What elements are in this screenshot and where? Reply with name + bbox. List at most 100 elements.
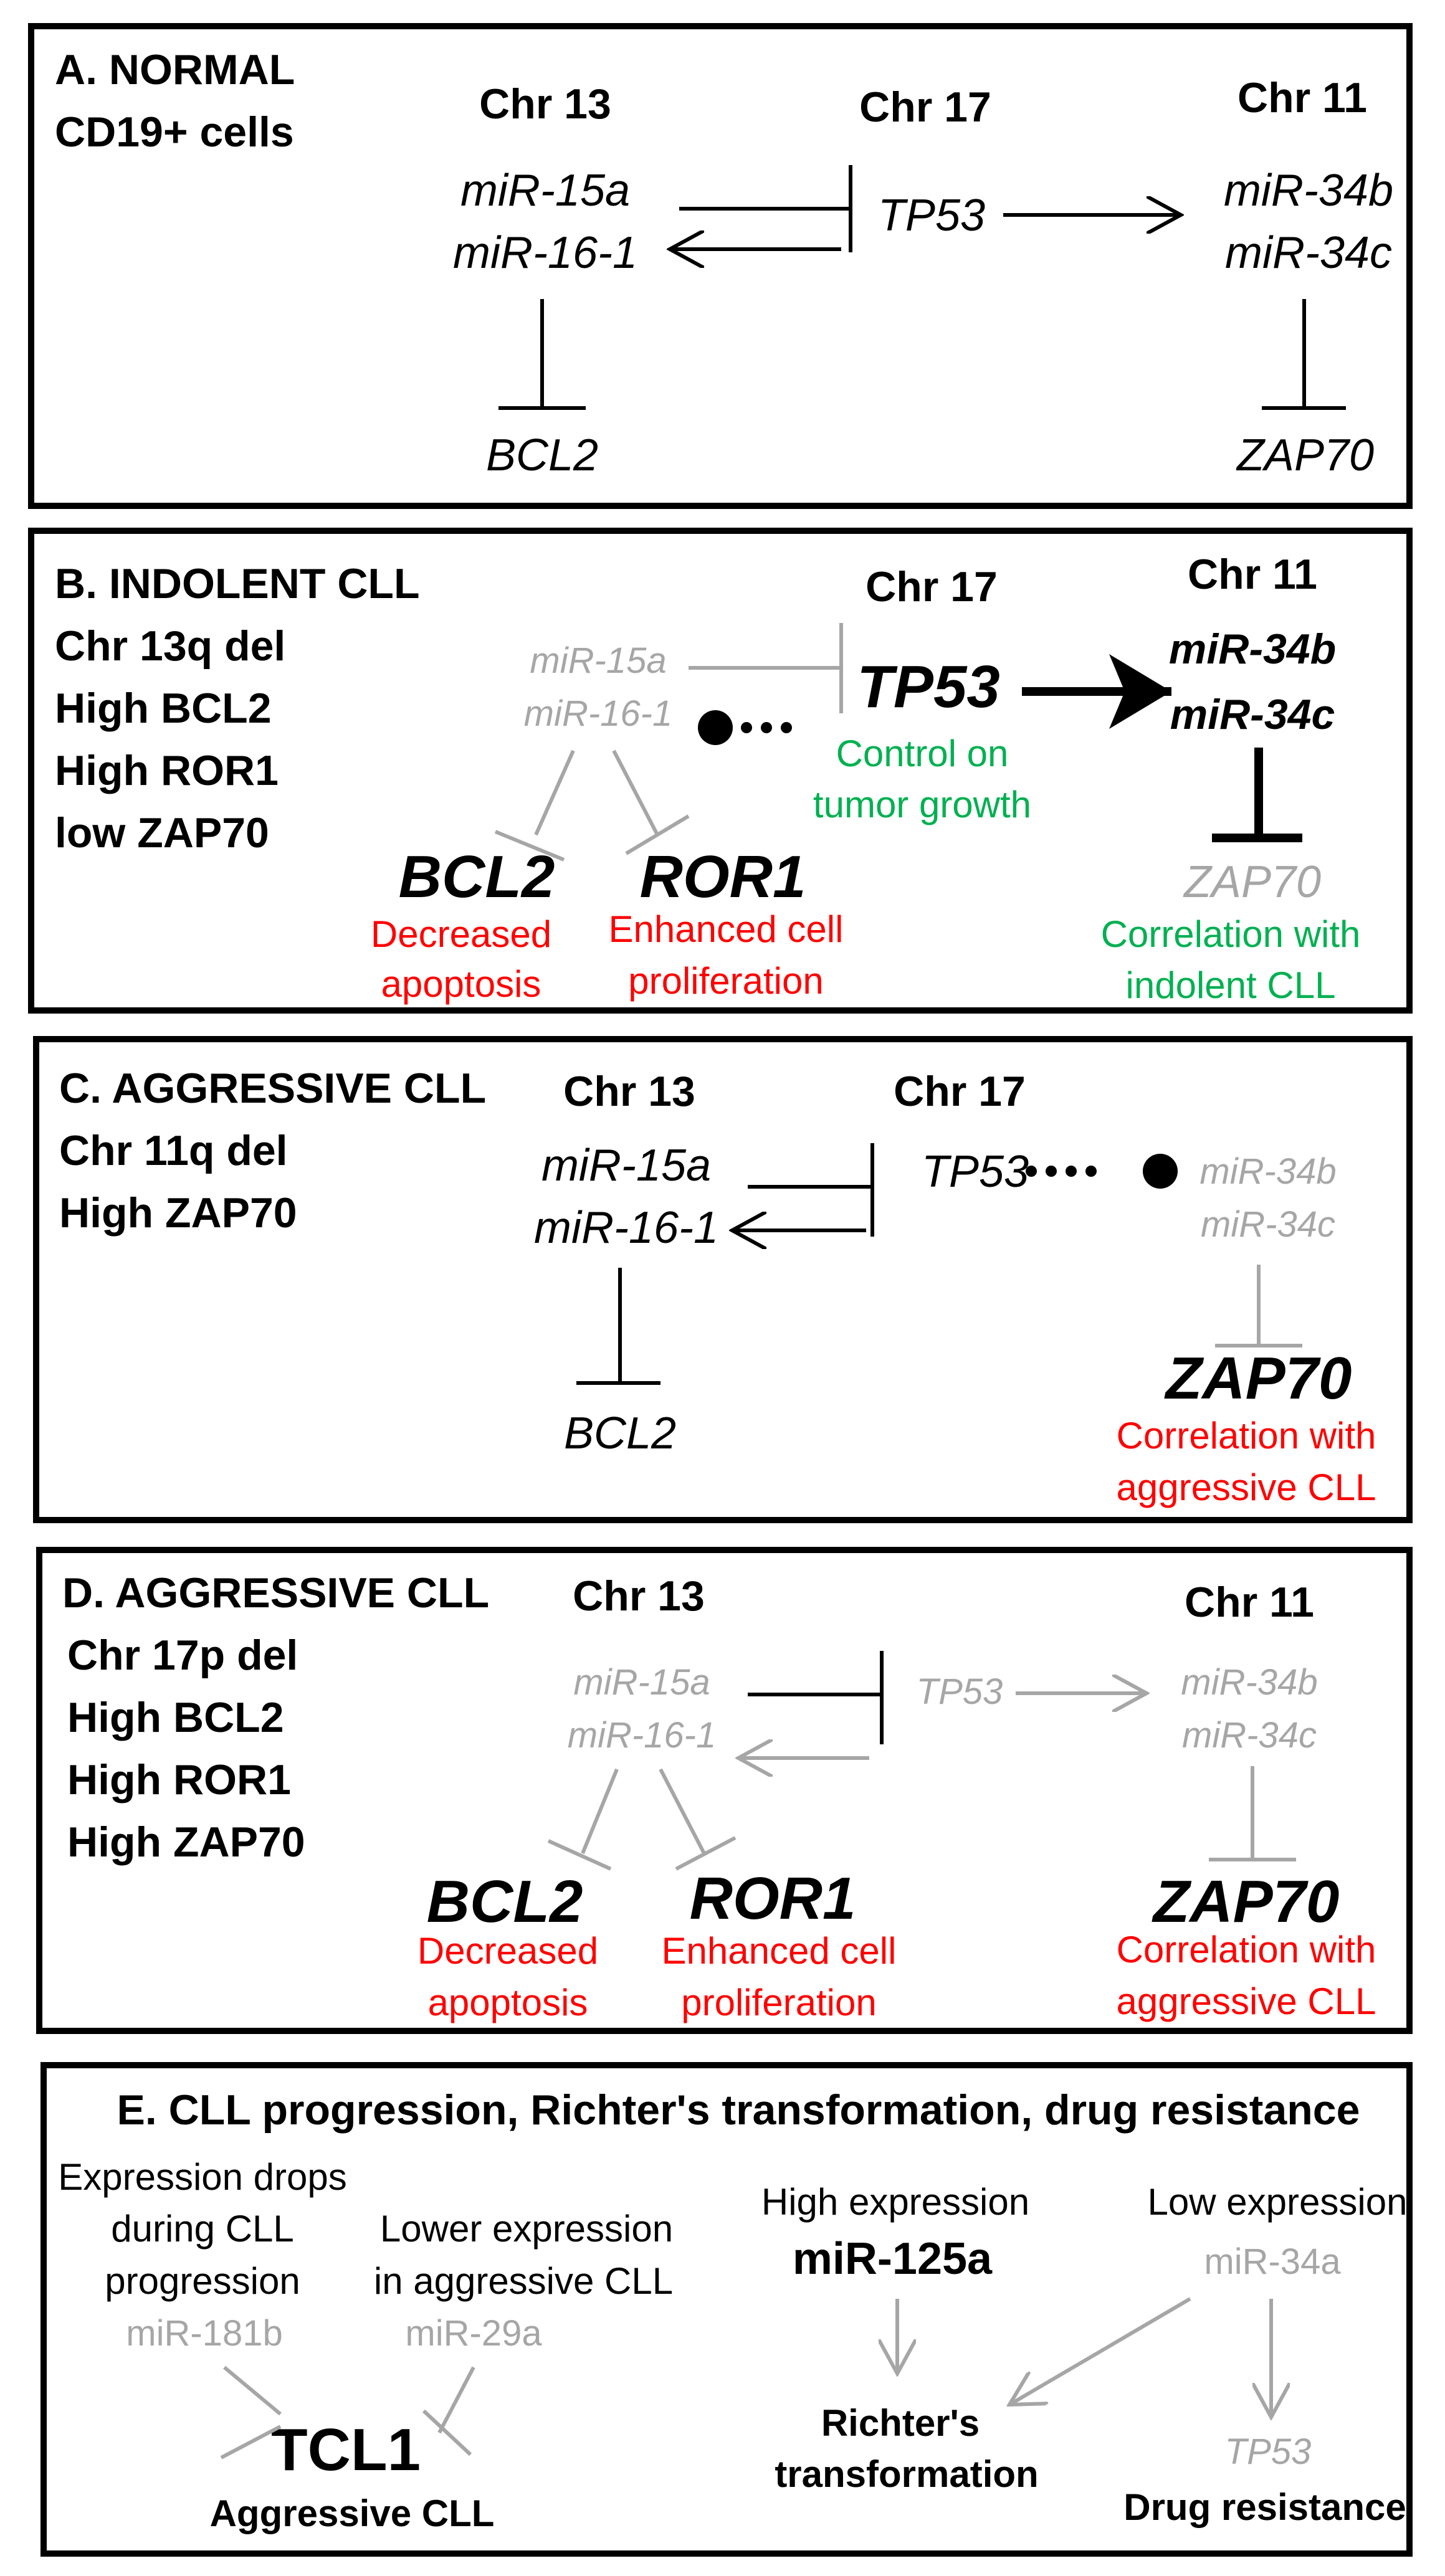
panel-e-progression: E. CLL progression, Richter's transforma… — [41, 2062, 1413, 2557]
panel-d-zap70-note-2: aggressive CLL — [1117, 1980, 1376, 2022]
panel-d-aggressive-17p: D. AGGRESSIVE CLL Chr 17p del High BCL2 … — [36, 1547, 1413, 2034]
panel-b-bcl2-note-2: apoptosis — [381, 963, 541, 1005]
panel-c-zap70: ZAP70 — [1164, 1345, 1352, 1412]
panel-b-feature-3: High ROR1 — [55, 747, 279, 794]
panel-a-chr11-label: Chr 11 — [1238, 74, 1367, 121]
panel-d-ror1-note-2: proliferation — [681, 1982, 877, 2023]
panel-e-tcl1-note: Aggressive CLL — [210, 2493, 495, 2534]
panel-b-tp53: TP53 — [857, 654, 999, 720]
panel-d-ror1: ROR1 — [690, 1865, 856, 1932]
panel-a-subtitle: CD19+ cells — [55, 108, 294, 156]
panel-e-mir29a-inhibits-tcl1 — [437, 2366, 475, 2434]
panel-d-zap70-note-1: Correlation with — [1117, 1929, 1376, 1970]
panel-b-mir34c: miR-34c — [1170, 691, 1335, 738]
panel-c-zap70-note-1: Correlation with — [1117, 1415, 1376, 1457]
panel-a-chr17-label: Chr 17 — [859, 83, 991, 131]
panel-e-richter-2: transformation — [775, 2453, 1038, 2495]
panel-e-29a-note-1: Lower expression — [380, 2208, 673, 2250]
panel-d-title: D. AGGRESSIVE CLL — [62, 1569, 489, 1617]
panel-b-ror1-bar — [625, 814, 690, 855]
panel-a-bcl2: BCL2 — [486, 430, 598, 480]
panel-d-feature-3: High ROR1 — [67, 1756, 291, 1804]
panel-b-chr17-label: Chr 17 — [866, 563, 998, 611]
panel-d-chr11-label: Chr 11 — [1185, 1579, 1314, 1626]
panel-d-mir15a: miR-15a — [573, 1662, 710, 1703]
panel-c-tp53: TP53 — [922, 1147, 1029, 1197]
panel-c-chr13-label: Chr 13 — [563, 1068, 695, 1115]
panel-b-mir34b: miR-34b — [1169, 625, 1336, 673]
panel-b-feature-2: High BCL2 — [55, 685, 272, 732]
panel-c-dot-1 — [1026, 1166, 1037, 1177]
panel-c-feature-2: High ZAP70 — [59, 1189, 297, 1237]
panel-b-ror1-note-1: Enhanced cell — [609, 908, 844, 950]
panel-e-mir34a-to-richter — [1009, 2297, 1191, 2405]
panel-a-mir16-1: miR-16-1 — [453, 228, 637, 278]
panel-c-dot-4 — [1085, 1166, 1097, 1177]
panel-e-mir29a: miR-29a — [405, 2313, 542, 2354]
panel-a-mir34c: miR-34c — [1225, 228, 1392, 278]
panel-d-frame — [36, 1547, 1413, 2034]
panel-b-dot-3 — [781, 722, 792, 733]
panel-b-tp53-note-1: Control on — [836, 733, 1009, 774]
panel-b-dot-2 — [761, 722, 772, 733]
panel-e-29a-note-2: in aggressive CLL — [374, 2260, 673, 2302]
panel-d-ror1-note-1: Enhanced cell — [662, 1930, 897, 1972]
panel-c-bcl2: BCL2 — [564, 1409, 676, 1458]
panel-c-mir34c: miR-34c — [1201, 1204, 1335, 1245]
panel-b-ror1-note-2: proliferation — [628, 960, 824, 1002]
panel-b-feature-4: low ZAP70 — [55, 809, 269, 857]
panel-b-loss-dot — [698, 710, 733, 745]
panel-b-feature-1: Chr 13q del — [55, 622, 285, 670]
panel-d-mir34b: miR-34b — [1181, 1662, 1317, 1703]
panel-d-feature-4: High ZAP70 — [67, 1818, 305, 1866]
panel-d-bcl2: BCL2 — [427, 1868, 583, 1935]
panel-e-mir181b-inhibits-tcl1 — [223, 2365, 282, 2416]
panel-d-mir-inhibits-bcl2 — [581, 1768, 619, 1855]
panel-c-mir15a: miR-15a — [541, 1141, 711, 1191]
panel-c-zap70-note-2: aggressive CLL — [1117, 1466, 1376, 1508]
panel-e-low-expression-label: Low expression — [1148, 2181, 1408, 2223]
panel-a-mir15a: miR-15a — [460, 166, 630, 216]
panel-b-mir16-1: miR-16-1 — [524, 693, 673, 734]
panel-b-zap70-note-2: indolent CLL — [1126, 964, 1336, 1006]
panel-d-mir-inhibits-ror1 — [659, 1768, 706, 1855]
panel-c-mir16-1: miR-16-1 — [534, 1203, 718, 1253]
panel-c-dot-3 — [1066, 1166, 1077, 1177]
panel-b-frame — [28, 528, 1413, 1014]
panel-e-mir125a: miR-125a — [793, 2234, 993, 2284]
panel-e-title: E. CLL progression, Richter's transforma… — [117, 2086, 1360, 2134]
panel-e-richter-1: Richter's — [821, 2402, 980, 2444]
panel-b-bcl2: BCL2 — [399, 844, 555, 910]
panel-b-mir-inhibits-bcl2 — [534, 749, 575, 836]
panel-b-bcl2-note-1: Decreased — [371, 913, 551, 955]
panel-d-zap70: ZAP70 — [1152, 1868, 1340, 1935]
panel-c-dot-2 — [1046, 1166, 1057, 1177]
panel-d-feature-2: High BCL2 — [67, 1694, 284, 1741]
panel-d-mir34c: miR-34c — [1182, 1715, 1317, 1756]
panel-a-tp53: TP53 — [878, 191, 985, 240]
panel-b-zap70: ZAP70 — [1183, 857, 1321, 907]
panel-c-feature-1: Chr 11q del — [59, 1127, 288, 1174]
panel-e-mir34a: miR-34a — [1204, 2241, 1341, 2282]
panel-e-tp53: TP53 — [1225, 2431, 1312, 2472]
panel-c-mir34b: miR-34b — [1199, 1151, 1336, 1192]
panel-d-tp53: TP53 — [917, 1671, 1003, 1712]
panel-d-feature-1: Chr 17p del — [67, 1632, 298, 1679]
panel-b-mir-inhibits-ror1 — [612, 749, 659, 836]
panel-a-title: A. NORMAL — [55, 46, 295, 93]
panel-e-tcl1: TCL1 — [271, 2417, 421, 2483]
panel-e-frame — [41, 2062, 1413, 2557]
panel-d-mir16-1: miR-16-1 — [568, 1715, 717, 1756]
panel-b-tp53-note-2: tumor growth — [813, 784, 1031, 825]
panel-d-ror1-bar — [675, 1836, 737, 1871]
panel-e-tcl1-bar-right — [422, 2409, 472, 2456]
panel-e-181b-note-3: progression — [105, 2260, 300, 2302]
panel-c-frame — [33, 1036, 1413, 1523]
panel-b-bcl2-bar — [494, 830, 565, 862]
panel-b-dot-1 — [741, 722, 752, 733]
panel-e-mir181b: miR-181b — [126, 2313, 282, 2354]
panel-b-zap70-note-1: Correlation with — [1101, 913, 1361, 955]
panel-c-aggressive-11q: C. AGGRESSIVE CLL Chr 11q del High ZAP70… — [33, 1036, 1413, 1523]
panel-b-indolent: B. INDOLENT CLL Chr 13q del High BCL2 Hi… — [28, 528, 1413, 1014]
panel-a-chr13-label: Chr 13 — [479, 80, 611, 128]
